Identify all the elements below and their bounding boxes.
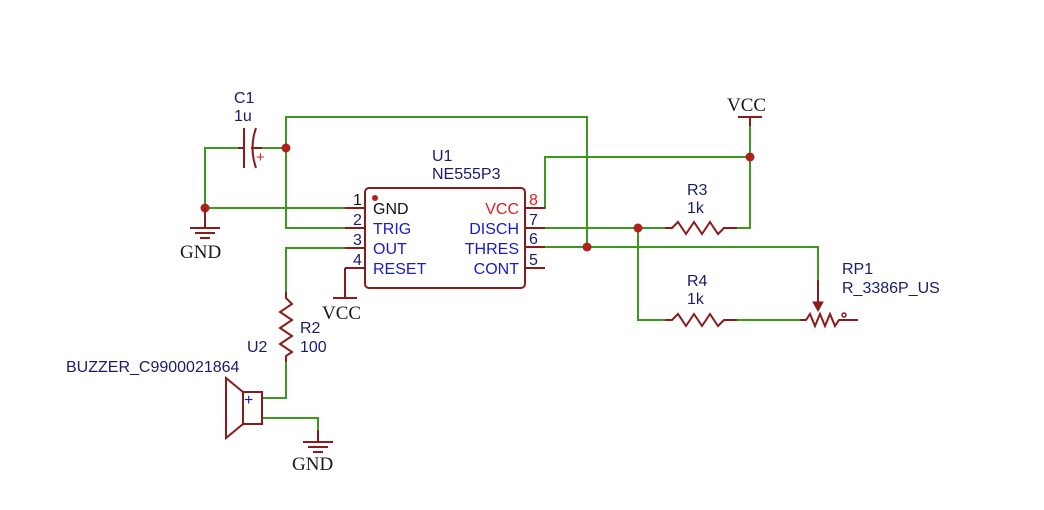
pin-number-1: 1 — [353, 192, 362, 209]
potentiometer-rp1[interactable]: RP1 R_3386P_US — [800, 261, 940, 329]
pin-number-4: 4 — [353, 252, 362, 269]
wire-out — [285, 247, 346, 293]
buzzer-u2-horn — [225, 375, 244, 441]
gnd-left-label: GND — [180, 242, 221, 263]
wires — [204, 116, 819, 436]
wire-trig — [285, 147, 346, 229]
wire-vcc-rail — [544, 156, 751, 209]
gnd-buzzer-label: GND — [292, 454, 333, 475]
pin-name-thres: THRES — [465, 241, 519, 258]
pin-name-out: OUT — [373, 241, 407, 258]
junction-dot — [745, 152, 755, 162]
r2-ref-label: R2 — [300, 320, 321, 337]
pin-name-disch: DISCH — [469, 221, 519, 238]
pin-name-cont: CONT — [474, 261, 520, 278]
pin-number-3: 3 — [353, 232, 362, 249]
junction-dot — [582, 242, 592, 252]
r3-value-label: 1k — [687, 200, 705, 217]
c1-value-label: 1u — [234, 108, 252, 125]
wire-c1-top-loop — [261, 116, 588, 248]
rp1-value-label: R_3386P_US — [842, 280, 940, 297]
rp1-pin-circle — [841, 312, 847, 318]
buzzer-u2[interactable]: + U2 BUZZER_C9900021864 — [66, 339, 268, 441]
vcc-top-label: VCC — [727, 95, 766, 116]
wire-vcc-r3 — [736, 116, 751, 229]
pin-name-vcc: VCC — [485, 201, 519, 218]
u2-ref-label: U2 — [247, 339, 268, 356]
vcc-symbol-reset: VCC — [322, 268, 361, 324]
r4-ref-label: R4 — [687, 273, 708, 290]
vcc-symbol-top: VCC — [727, 95, 766, 126]
u2-value-label: BUZZER_C9900021864 — [66, 359, 240, 376]
ic-u1-body — [364, 187, 526, 289]
resistor-r3[interactable]: R3 1k — [665, 182, 737, 236]
resistor-r4[interactable]: R4 1k — [665, 273, 737, 328]
pin-name-trig: TRIG — [373, 221, 411, 238]
pin-name-gnd: GND — [373, 201, 409, 218]
wire-r2-buzzer — [261, 361, 287, 399]
gnd-symbol-buzzer: GND — [292, 430, 333, 475]
u1-value-label: NE555P3 — [432, 166, 501, 183]
resistor-r2[interactable]: R2 100 — [278, 292, 327, 362]
pin1-indicator — [372, 195, 378, 201]
rp1-wiper-arrow — [812, 301, 824, 313]
r2-value-label: 100 — [300, 339, 327, 356]
pin-number-8: 8 — [529, 192, 538, 209]
wire-disch-r4 — [637, 227, 666, 321]
pin-name-reset: RESET — [373, 261, 427, 278]
pin-number-5: 5 — [529, 252, 538, 269]
capacitor-c1[interactable]: C1 1u + — [234, 90, 265, 169]
pin-number-6: 6 — [529, 231, 538, 248]
junction-dot — [633, 223, 643, 233]
u1-ref-label: U1 — [432, 148, 453, 165]
rp1-ref-label: RP1 — [842, 261, 873, 278]
wire-c1-left — [204, 147, 239, 209]
vcc-reset-label: VCC — [322, 303, 361, 324]
wire-buzzer-gnd — [261, 417, 319, 436]
r4-value-label: 1k — [687, 291, 705, 308]
wire-thres — [544, 246, 819, 281]
pin-number-2: 2 — [353, 212, 362, 229]
c1-polarity-mark: + — [256, 149, 265, 166]
gnd-symbol-left: GND — [180, 208, 221, 263]
u2-polarity-mark: + — [244, 392, 253, 409]
pin-number-7: 7 — [529, 212, 538, 229]
junction-dot — [281, 143, 291, 153]
r3-ref-label: R3 — [687, 182, 708, 199]
c1-ref-label: C1 — [234, 90, 255, 107]
ic-u1-ne555[interactable]: U1 NE555P3 1 2 3 4 8 7 6 5 GND TRIG OUT … — [345, 148, 545, 289]
